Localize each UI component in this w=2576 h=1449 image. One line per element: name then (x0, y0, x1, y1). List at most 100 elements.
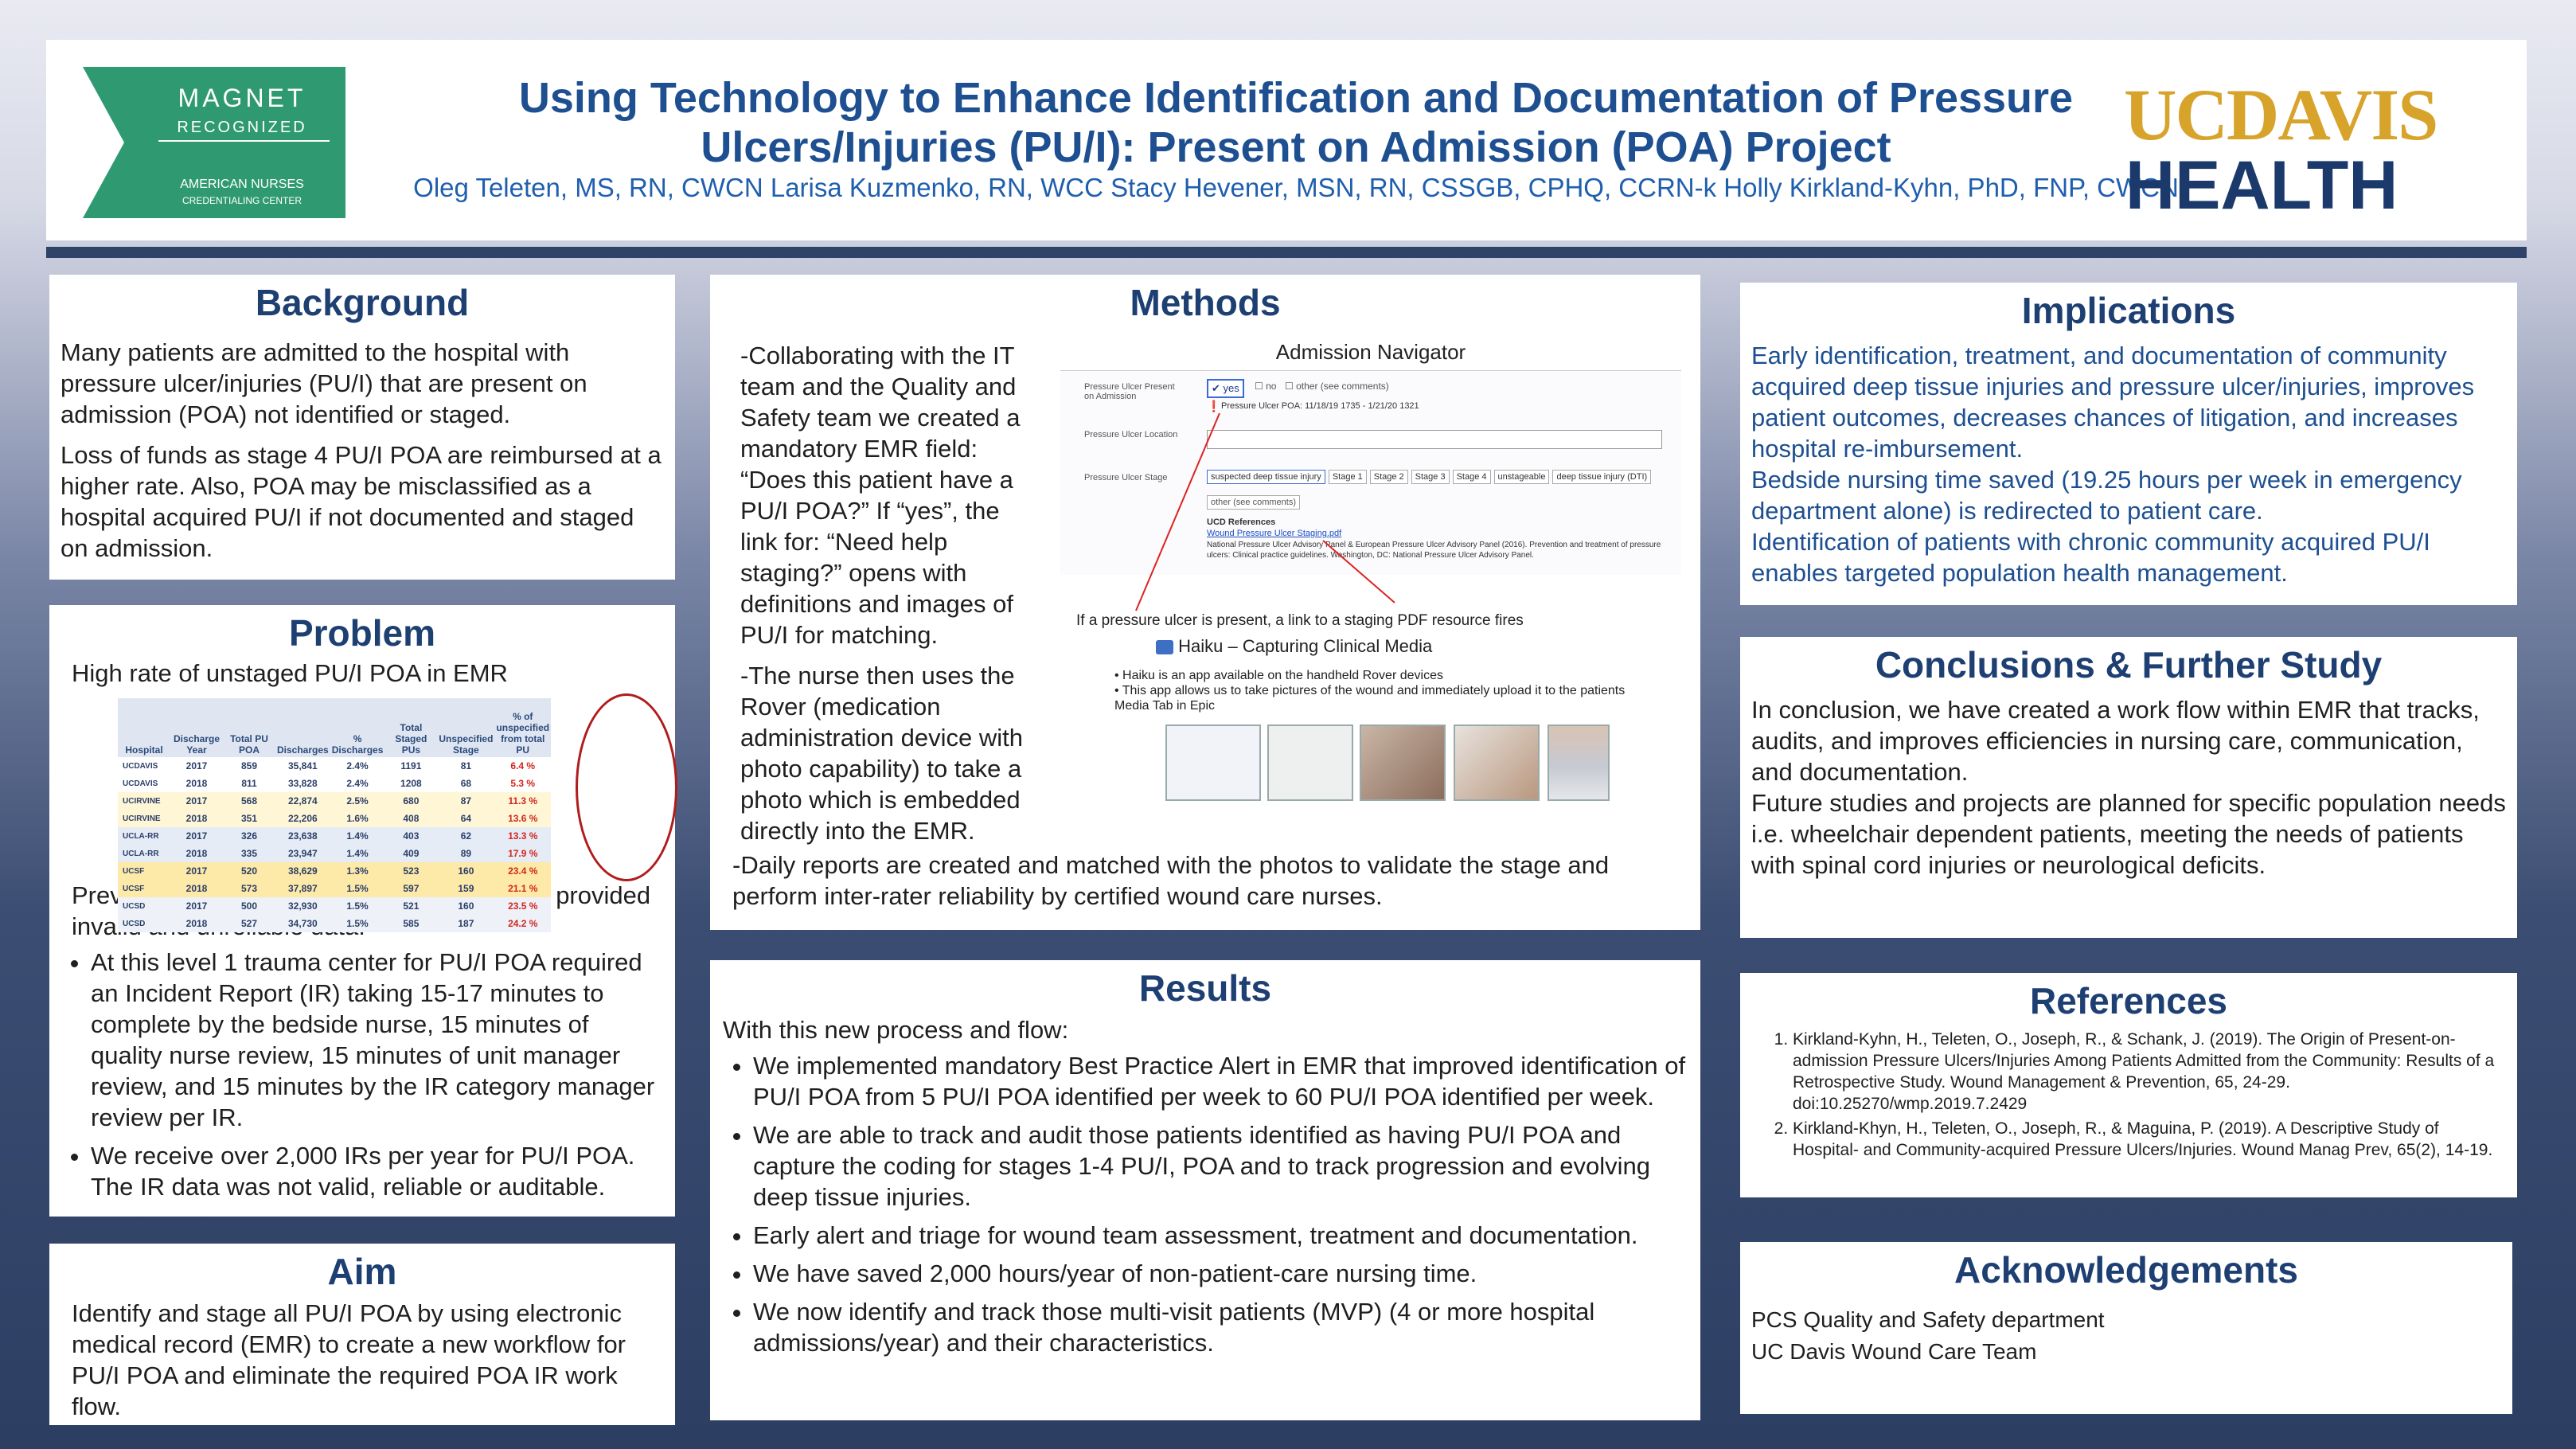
table-header: Hospital (118, 698, 170, 757)
nav-row1-label: Pressure Ulcer Present on Admission (1084, 382, 1175, 401)
table-cell: 33,828 (288, 778, 318, 789)
table-cell: 2018 (185, 883, 208, 894)
stage-button[interactable]: Stage 1 (1328, 470, 1367, 484)
problem-bullets: At this level 1 trauma center for PU/I P… (67, 947, 658, 1202)
table-cell: 527 (240, 918, 258, 929)
ucd-logo-line2: HEALTH (2125, 147, 2398, 224)
table-cell: 17.9 % (508, 848, 538, 859)
table-cell: UCSF (123, 884, 145, 893)
magnet-logo-text: CREDENTIALING CENTER (182, 195, 302, 206)
unstaged-table: Hospital Discharge Year Total PU POA Dis… (118, 698, 552, 932)
table-cell: 2018 (185, 813, 208, 824)
table-cell: 351 (240, 813, 258, 824)
aim-heading: Aim (327, 1251, 397, 1292)
table-cell: 1.5% (346, 883, 369, 894)
poster-header: MAGNET RECOGNIZED AMERICAN NURSES CREDEN… (46, 40, 2527, 240)
table-cell: 22,874 (288, 795, 318, 807)
yes-checkbox[interactable]: ✔ yes (1207, 379, 1244, 398)
references-heading: References (2029, 980, 2228, 1021)
header-divider (46, 247, 2527, 258)
table-cell: 2017 (185, 830, 208, 842)
table-cell: 326 (240, 830, 258, 842)
stage-button[interactable]: Stage 4 (1452, 470, 1491, 484)
table-cell: UCSF (123, 866, 145, 876)
ucd-logo-line1: UCDAVIS (2124, 74, 2438, 155)
stage-button[interactable]: Stage 3 (1411, 470, 1450, 484)
implications-panel: Implications Early identification, treat… (1740, 283, 2517, 605)
implications-p2: Bedside nursing time saved (19.25 hours … (1751, 466, 2462, 525)
staging-pdf-link[interactable]: Wound Pressure Ulcer Staging.pdf (1207, 529, 1342, 538)
table-header: Unspecified Stage (437, 698, 495, 757)
check-icon: ✔ (1212, 382, 1220, 394)
nav-title: Admission Navigator (1275, 340, 1466, 364)
implications-p3: Identification of patients with chronic … (1751, 528, 2430, 587)
table-header: Total Staged PUs (384, 698, 438, 757)
table-cell: 523 (403, 865, 420, 877)
table-cell: 89 (460, 848, 472, 859)
table-cell: 2017 (185, 795, 208, 807)
table-cell: 23.5 % (508, 900, 538, 912)
table-cell: 23,638 (288, 830, 318, 842)
table-cell: 11.3 % (508, 795, 538, 807)
results-bullets: We implemented mandatory Best Practice A… (723, 1050, 1688, 1358)
acknowledgements-heading: Acknowledgements (1954, 1249, 2298, 1291)
references-list: Kirkland-Kyhn, H., Teleten, O., Joseph, … (1751, 1029, 2506, 1161)
background-p2: Loss of funds as stage 4 PU/I POA are re… (60, 441, 662, 562)
conclusions-panel: Conclusions & Further Study In conclusio… (1740, 637, 2517, 938)
table-header: % of unspecified from total PU (494, 698, 552, 757)
table-cell: 22,206 (288, 813, 318, 824)
table-cell: 5.3 % (510, 778, 536, 789)
stage-button[interactable]: suspected deep tissue injury (1207, 470, 1325, 484)
table-header: Total PU POA (223, 698, 275, 757)
problem-after-table: Previous workflow was time consuming and… (72, 881, 651, 940)
table-cell: UCLA-RR (123, 831, 159, 841)
table-cell: 573 (240, 883, 258, 894)
stage-button[interactable]: Stage 2 (1369, 470, 1408, 484)
results-heading: Results (1138, 967, 1272, 1009)
stage-button[interactable]: unstageable (1493, 470, 1550, 484)
table-cell: UCSD (123, 901, 146, 911)
table-cell: 520 (240, 865, 258, 877)
table-cell: 37,897 (288, 883, 318, 894)
magnet-recognized-logo: MAGNET RECOGNIZED AMERICAN NURSES CREDEN… (83, 67, 345, 218)
table-cell: 160 (458, 865, 474, 877)
magnet-logo-text: MAGNET (178, 84, 306, 112)
table-cell: 187 (458, 918, 474, 929)
problem-intro: High rate of unstaged PU/I POA in EMR (72, 659, 508, 687)
table-cell: UCDAVIS (123, 779, 158, 788)
wound-photo (1360, 724, 1446, 801)
alert-icon: ❗ (1207, 400, 1221, 412)
table-cell: 1.4% (346, 830, 369, 842)
poa-note: Pressure Ulcer POA: 11/18/19 1735 - 1/21… (1221, 401, 1419, 411)
results-bullet: We now identify and track those multi-vi… (753, 1296, 1688, 1358)
table-header: Discharges (275, 698, 330, 757)
results-bullet: We implemented mandatory Best Practice A… (753, 1050, 1688, 1112)
reference-item: Kirkland-Kyhn, H., Teleten, O., Joseph, … (1793, 1029, 2506, 1115)
haiku-bullet: • Haiku is an app available on the handh… (1114, 669, 1443, 682)
aim-panel: Aim Identify and stage all PU/I POA by u… (49, 1244, 675, 1425)
table-header: % Discharges (330, 698, 385, 757)
table-cell: 597 (403, 883, 420, 894)
poster-authors: Oleg Teleten, MS, RN, CWCN Larisa Kuzmen… (413, 173, 2179, 202)
poster-title: Using Technology to Enhance Identificati… (518, 74, 2074, 171)
conclusions-p1: In conclusion, we have created a work fl… (1751, 696, 2480, 786)
magnet-logo-text: AMERICAN NURSES (180, 178, 304, 191)
other-comments-button[interactable]: other (see comments) (1207, 495, 1300, 510)
no-checkbox[interactable]: ☐ no (1255, 381, 1277, 392)
table-cell: 38,629 (288, 865, 318, 877)
table-cell: 409 (403, 848, 420, 859)
magnet-logo-text: RECOGNIZED (177, 119, 306, 136)
table-cell: 2.5% (346, 795, 369, 807)
other-checkbox[interactable]: ☐ other (see comments) (1285, 381, 1389, 392)
implications-p1: Early identification, treatment, and doc… (1751, 342, 2475, 463)
haiku-icon (1156, 640, 1173, 655)
table-cell: 500 (240, 900, 258, 912)
stage-button[interactable]: deep tissue injury (DTI) (1552, 470, 1652, 484)
yes-label: yes (1223, 382, 1239, 394)
table-cell: 21.1 % (508, 883, 538, 894)
location-input[interactable] (1207, 430, 1662, 449)
